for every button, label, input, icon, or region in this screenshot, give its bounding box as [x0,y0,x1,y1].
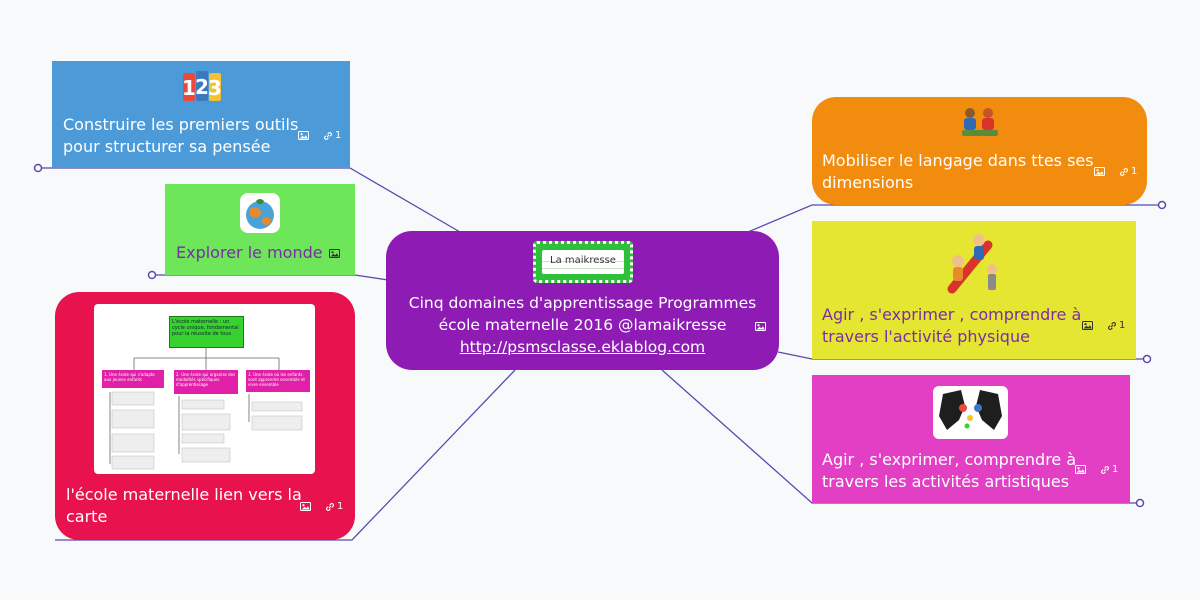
map-thumb-branch-2: 2. Une école qui organise des modalités … [174,370,238,394]
central-topic[interactable]: La maikresse Cinq domaines d'apprentissa… [386,231,779,370]
topic-mobiliser[interactable]: Mobiliser le langage dans ttes ses dimen… [812,97,1147,205]
node-dot-agir-physique [1142,354,1152,364]
map-thumb-branch-3: 3. Une école où les enfants vont apprend… [246,370,310,392]
link-count: 1 [337,501,344,512]
image-icon[interactable] [1082,321,1093,330]
topic-construire[interactable]: 1 2 3 Construire les premiers outils pou… [52,61,350,168]
topic-agir-physique-line2: travers l'activité physique [822,327,1030,346]
svg-text:3: 3 [208,76,221,100]
center-logo-image: La maikresse [533,241,633,283]
link-icon[interactable]: 1 [1119,166,1137,177]
children-playing-icon [960,106,1000,138]
image-icon[interactable] [1075,465,1086,474]
connector-agir-artistiques [661,369,1140,504]
topic-agir-artistiques-line1: Agir , s'exprimer, comprendre à [822,450,1077,469]
topic-construire-line2: pour structurer sa pensée [63,137,271,156]
link-icon[interactable]: 1 [1100,464,1118,475]
connector-agir-physique [777,351,1147,360]
connector-explorer [152,274,389,281]
topic-agir-artistiques-line2: travers les activités artistiques [822,472,1070,491]
topic-mobiliser-line2: dimensions [822,173,914,192]
node-dot-mobiliser [1157,200,1167,210]
image-icon[interactable] [1094,167,1105,176]
topic-explorer-label: Explorer le monde [176,243,323,262]
link-count: 1 [1112,464,1119,475]
image-icon[interactable] [329,249,340,258]
link-count: 1 [1119,320,1126,331]
topic-agir-physique-line1: Agir , s'exprimer , comprendre à [822,305,1082,324]
node-dot-agir-artistiques [1135,498,1145,508]
art-faces-icon [933,386,1008,439]
link-count: 1 [335,130,342,141]
svg-text:1: 1 [183,76,196,100]
kids-slide-icon [944,231,1004,295]
topic-ecole-line2: carte [66,507,108,526]
globe-icon [240,193,280,233]
link-count: 1 [1131,166,1138,177]
topic-construire-line1: Construire les premiers outils [63,115,299,134]
image-icon[interactable] [298,131,309,140]
topic-agir-physique[interactable]: Agir , s'exprimer , comprendre à travers… [812,221,1136,359]
central-topic-line1: Cinq domaines d'apprentissage Programmes [408,294,757,312]
center-logo-label: La maikresse [550,255,616,266]
topic-mobiliser-line1: Mobiliser le langage dans ttes ses [822,151,1094,170]
map-thumbnail-image: L'école maternelle : un cycle unique, fo… [94,304,315,474]
map-thumb-title: L'école maternelle : un cycle unique, fo… [169,316,244,348]
image-icon[interactable] [755,322,766,331]
central-topic-line2: école maternelle 2016 @lamaikresse [438,316,727,334]
map-thumb-branch-1: 1. Une école qui s'adapte aux jeunes enf… [102,370,164,388]
numbers-123-icon: 1 2 3 [182,71,222,103]
topic-explorer[interactable]: Explorer le monde [165,184,355,275]
topic-ecole-line1: l'école maternelle lien vers la [66,485,302,504]
image-icon[interactable] [300,502,311,511]
link-icon[interactable]: 1 [1107,320,1125,331]
node-dot-explorer [147,270,157,280]
connector-ecole [55,369,516,541]
connector-construire [38,167,461,233]
link-icon[interactable]: 1 [325,501,343,512]
connector-mobiliser [747,204,1162,233]
topic-agir-artistiques[interactable]: Agir , s'exprimer, comprendre à travers … [812,375,1130,503]
central-topic-link[interactable]: http://psmsclasse.eklablog.com [459,338,706,356]
topic-ecole-maternelle[interactable]: L'école maternelle : un cycle unique, fo… [55,292,355,540]
svg-text:2: 2 [195,75,209,99]
link-icon[interactable]: 1 [323,130,341,141]
node-dot-construire [33,163,43,173]
